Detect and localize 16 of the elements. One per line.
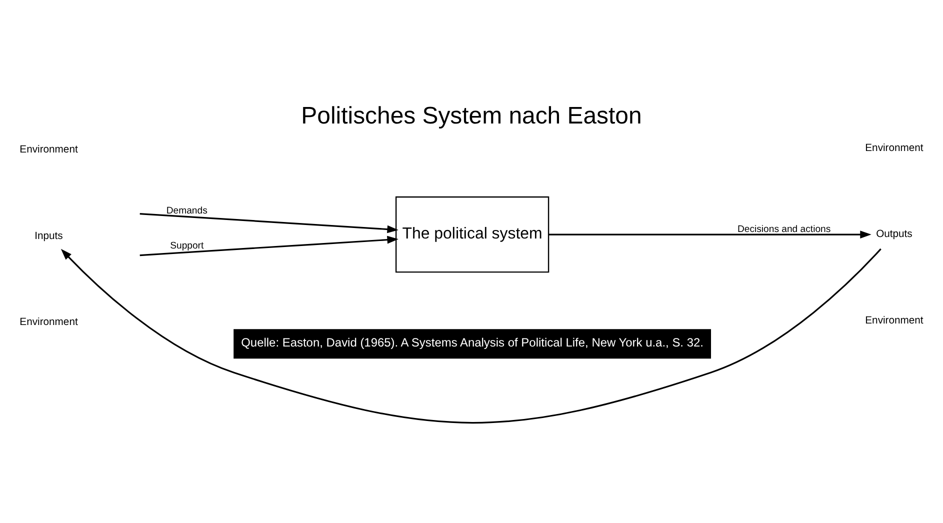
node-text: Outputs [876,228,912,240]
label: Environment [865,314,924,326]
label: Environment [20,316,78,328]
caption: Quelle: Easton, David (1965). A Systems Analysis of Political Life, New York u.a., S. 32. [241,335,704,350]
arrow [60,248,882,424]
arrow [140,235,398,256]
edge-label: Demands [166,204,208,216]
label: Environment [20,144,78,156]
node-text: Inputs [34,230,63,242]
arrow [548,230,872,238]
diagram-title: Politisches System nach Easton [301,102,642,130]
label: Environment [865,142,924,154]
edge-label: Support [170,240,204,252]
edge-label: Decisions and actions [737,223,831,234]
arrow [140,212,398,233]
node-box: The political system [395,196,550,272]
